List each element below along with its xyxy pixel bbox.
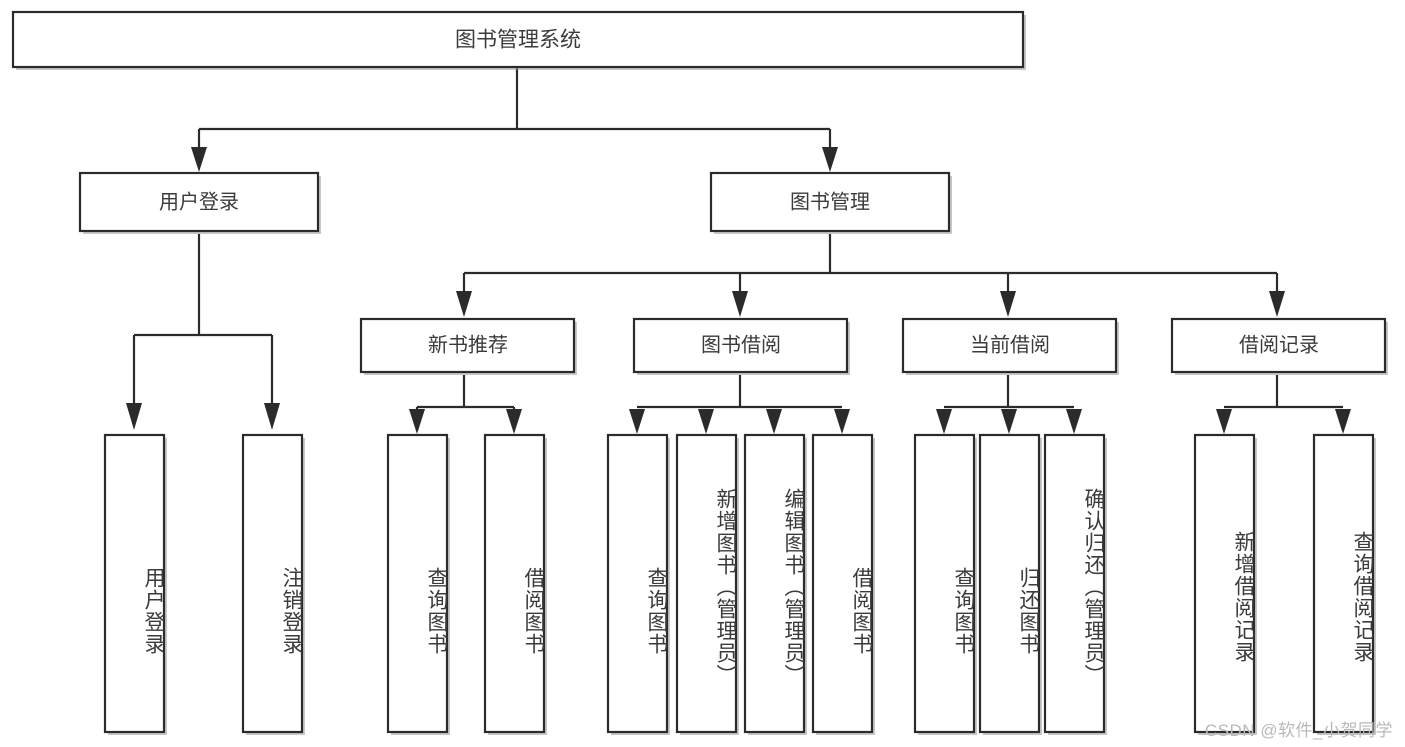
node-book-management[interactable]: 图书管理 <box>709 171 952 234</box>
node-box <box>743 433 806 734</box>
arrowhead-borrow-record <box>1269 291 1285 317</box>
arrowhead-leaf-borrow-book-1 <box>506 409 522 434</box>
node-system-root[interactable]: 图书管理系统 <box>11 10 1026 70</box>
node-box <box>1043 433 1106 734</box>
arrowhead-leaf-logout-login <box>264 403 280 430</box>
node-box <box>386 433 449 734</box>
node-leaf-query-record[interactable] <box>1312 433 1376 735</box>
node-box <box>1312 433 1375 734</box>
arrowhead-leaf-edit-book <box>766 409 782 434</box>
arrowhead-leaf-add-record <box>1216 409 1232 434</box>
node-leaf-add-record[interactable] <box>1193 433 1257 735</box>
node-label: 图书借阅 <box>701 333 781 356</box>
arrowhead-book-borrow <box>732 291 748 317</box>
node-leaf-query-book-1[interactable] <box>386 433 450 735</box>
node-box <box>241 433 304 734</box>
node-box <box>632 317 849 374</box>
arrowhead-leaf-add-book <box>698 409 714 434</box>
node-leaf-confirm-return[interactable] <box>1043 433 1107 735</box>
arrowhead-leaf-return-book <box>1001 409 1017 434</box>
node-leaf-user-login[interactable] <box>103 433 167 735</box>
node-current-borrow[interactable]: 当前借阅 <box>901 317 1119 375</box>
arrowhead-userlogin <box>191 147 207 172</box>
csdn-watermark: CSDN @软件_小贺同学 <box>1204 721 1393 740</box>
node-leaf-add-book[interactable] <box>675 433 739 735</box>
node-new-book-recommend[interactable]: 新书推荐 <box>359 317 577 375</box>
node-box <box>1193 433 1256 734</box>
node-box <box>78 171 320 233</box>
node-leaf-borrow-book-2[interactable] <box>811 433 875 735</box>
node-box <box>709 171 951 233</box>
node-leaf-edit-book[interactable] <box>743 433 807 735</box>
node-leaf-borrow-book-1[interactable] <box>483 433 547 735</box>
node-leaf-logout-login[interactable] <box>241 433 305 735</box>
node-box <box>483 433 546 734</box>
edge-layer <box>126 66 1351 434</box>
node-label: 新书推荐 <box>428 333 508 356</box>
node-box <box>901 317 1118 374</box>
node-user-login[interactable]: 用户登录 <box>78 171 321 234</box>
arrowhead-leaf-user-login <box>126 403 142 430</box>
node-label: 图书管理 <box>790 190 870 213</box>
node-label: 当前借阅 <box>970 333 1050 356</box>
node-leaf-query-book-2[interactable] <box>606 433 670 735</box>
node-box <box>675 433 738 734</box>
node-book-borrow[interactable]: 图书借阅 <box>632 317 850 375</box>
arrowhead-leaf-query-book-2 <box>629 409 645 434</box>
node-leaf-query-book-3[interactable] <box>913 433 977 735</box>
arrowhead-leaf-query-book-1 <box>409 409 425 434</box>
arrowhead-leaf-borrow-book-2 <box>834 409 850 434</box>
arrowhead-bookmgmt <box>822 147 838 172</box>
arrowhead-leaf-confirm-return <box>1066 409 1082 434</box>
arrowhead-new-book-recommend <box>456 291 472 317</box>
node-box <box>11 10 1025 69</box>
node-box <box>913 433 976 734</box>
node-label: 图书管理系统 <box>455 29 581 52</box>
node-borrow-record[interactable]: 借阅记录 <box>1170 317 1388 375</box>
node-label: 用户登录 <box>159 190 239 213</box>
node-box <box>359 317 576 374</box>
arrowhead-current-borrow <box>1000 291 1016 317</box>
node-label: 借阅记录 <box>1239 333 1319 356</box>
arrowhead-leaf-query-book-3 <box>936 409 952 434</box>
node-box <box>811 433 874 734</box>
node-box <box>1170 317 1387 374</box>
node-box <box>978 433 1041 734</box>
arrowhead-leaf-query-record <box>1335 409 1351 434</box>
node-leaf-return-book[interactable] <box>978 433 1042 735</box>
node-box <box>606 433 669 734</box>
node-box <box>103 433 166 734</box>
